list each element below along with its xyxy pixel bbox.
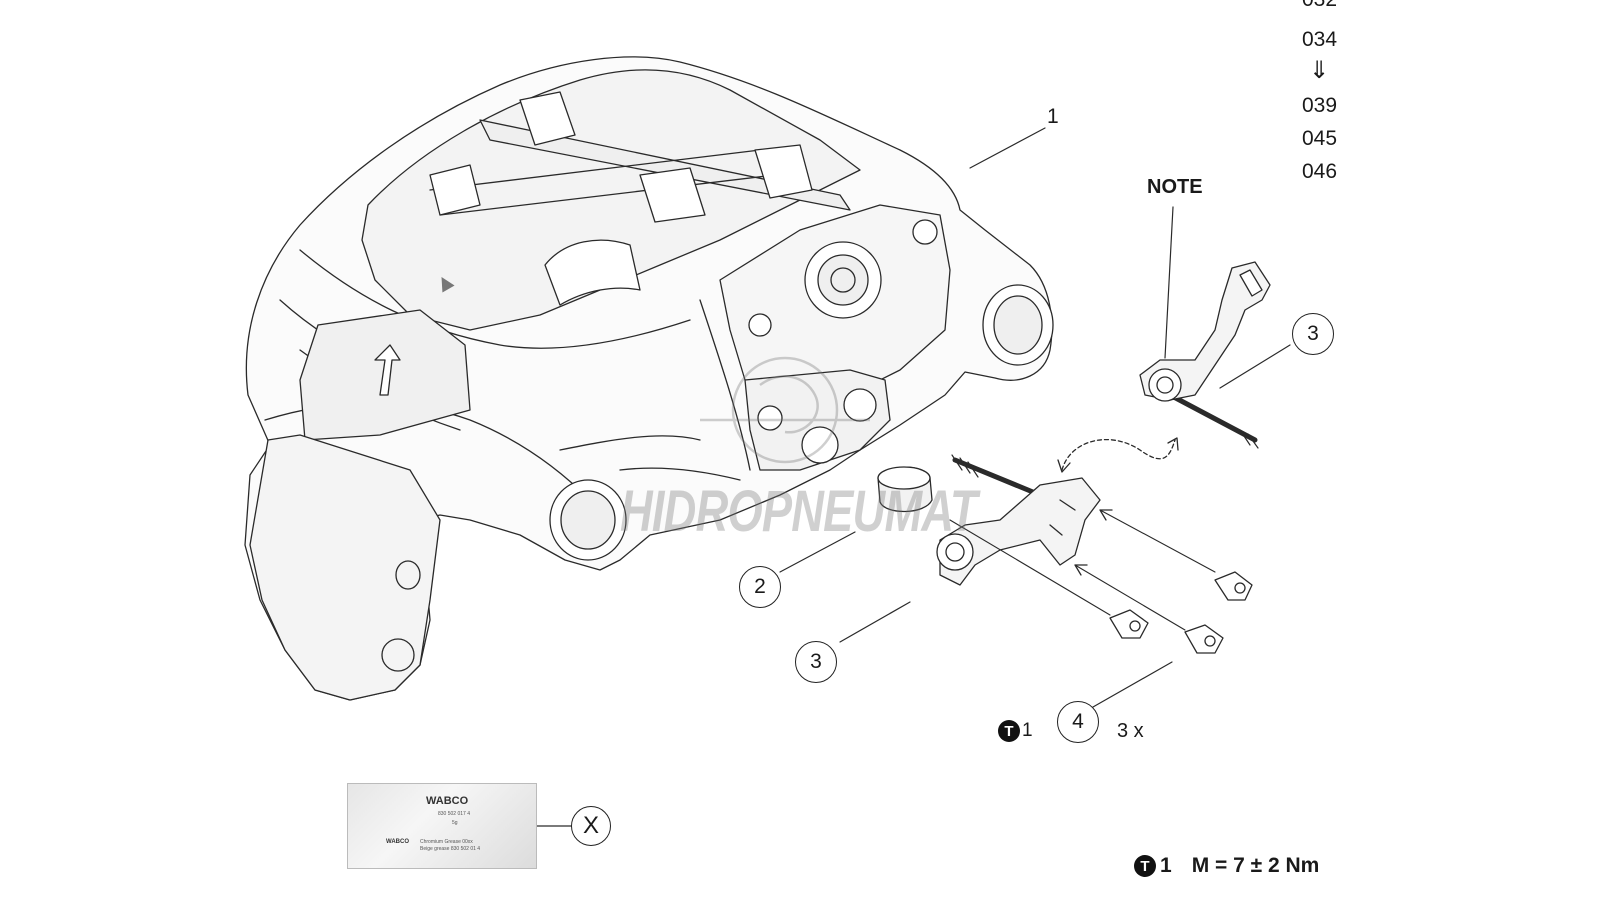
watermark-text: HIDROPNEUMAT bbox=[620, 479, 978, 544]
grease-brand: WABCO bbox=[426, 795, 469, 807]
callout-3-upper-label: 3 bbox=[1307, 322, 1319, 345]
wear-sensor-lower-drawing bbox=[936, 454, 1101, 586]
grease-desc-line1: Chromium Grease 00xx bbox=[420, 839, 473, 845]
torque-reference-index: 1 bbox=[1022, 720, 1033, 741]
callout-3-lower-label: 3 bbox=[810, 650, 822, 673]
callout-3-upper: 3 bbox=[1292, 313, 1334, 355]
reference-code: 046 bbox=[1302, 160, 1338, 183]
reference-code: 034 bbox=[1302, 28, 1338, 51]
protective-plug-drawing bbox=[877, 466, 933, 513]
reference-code: 032 bbox=[1302, 0, 1337, 12]
callout-1-label: 1 bbox=[1047, 105, 1059, 128]
watermark-logo bbox=[700, 356, 870, 464]
callout-3-lower: 3 bbox=[795, 641, 837, 683]
callout-2-label: 2 bbox=[754, 575, 766, 598]
wear-sensor-upper-drawing bbox=[1139, 261, 1271, 449]
grease-sub-line: 5g bbox=[452, 820, 458, 826]
torque-spec-value: M = 7 ± 2 Nm bbox=[1191, 854, 1320, 877]
callout-2: 2 bbox=[739, 566, 781, 608]
grease-packet: WABCO 830 502 017 4 5g WABCO Chromium Gr… bbox=[347, 783, 537, 869]
torque-icon: T bbox=[998, 720, 1020, 742]
brake-caliper-drawing bbox=[244, 56, 1054, 701]
screws-drawing bbox=[1109, 571, 1253, 654]
callout-4-label: 4 bbox=[1072, 710, 1084, 733]
note-label: NOTE bbox=[1147, 176, 1203, 198]
callout-x-label: X bbox=[582, 812, 599, 839]
grease-brand-small: WABCO bbox=[386, 839, 409, 845]
callout-4: 4 bbox=[1057, 701, 1099, 743]
reference-code: 045 bbox=[1302, 127, 1338, 150]
range-arrow-icon: ⇓ bbox=[1309, 56, 1330, 84]
reference-code: 039 bbox=[1302, 94, 1338, 117]
grease-code-line: 830 502 017 4 bbox=[438, 811, 470, 817]
torque-spec-index: 1 bbox=[1160, 854, 1172, 877]
screw-quantity: 3 x bbox=[1117, 720, 1144, 742]
grease-desc-line2: Beige grease 830 502 01 4 bbox=[420, 846, 481, 852]
torque-spec: T 1 M = 7 ± 2 Nm bbox=[1134, 854, 1319, 878]
torque-icon: T bbox=[1134, 855, 1156, 877]
callout-x: X bbox=[571, 806, 611, 846]
torque-reference: T 1 bbox=[998, 720, 1033, 742]
